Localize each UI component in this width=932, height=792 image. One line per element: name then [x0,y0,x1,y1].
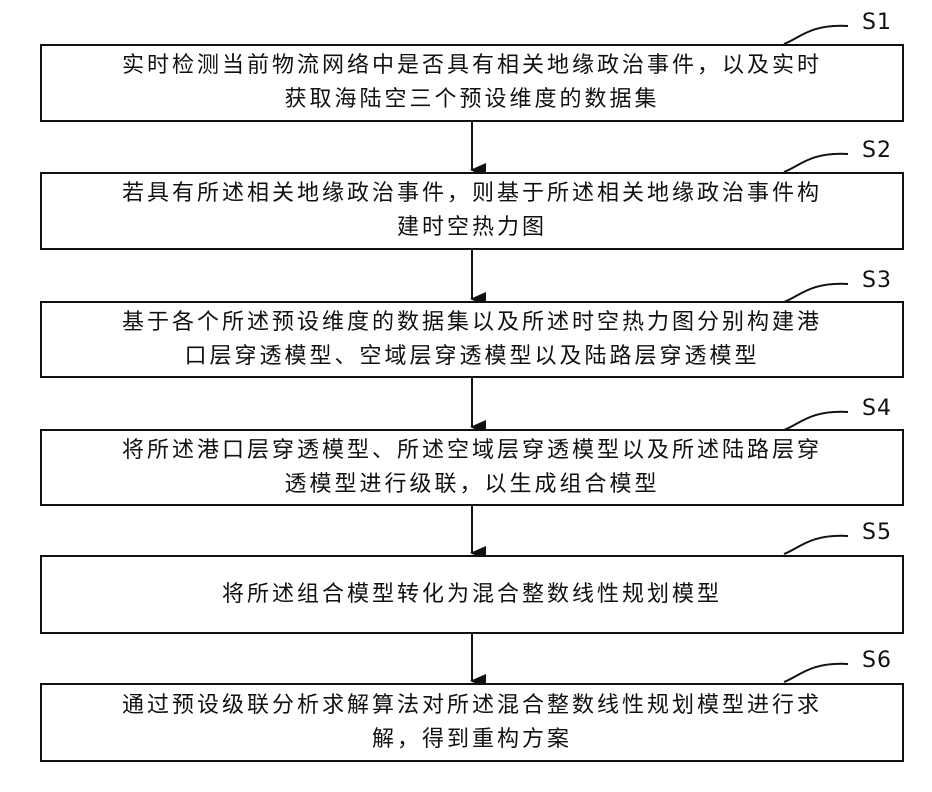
step-label-s6: S6 [862,648,892,673]
step-text-s3-line1: 基于各个所述预设维度的数据集以及所述时空热力图分别构建港 [122,306,822,340]
step-box-s1: 实时检测当前物流网络中是否具有相关地缘政治事件，以及实时 获取海陆空三个预设维度… [40,44,904,122]
step-text-s6-line1: 通过预设级联分析求解算法对所述混合整数线性规划模型进行求 [122,689,822,723]
leader-line-s5 [784,536,848,554]
step-text-s1-line1: 实时检测当前物流网络中是否具有相关地缘政治事件，以及实时 [122,49,822,83]
step-text-s6-line2: 解，得到重构方案 [122,723,822,757]
step-box-s5: 将所述组合模型转化为混合整数线性规划模型 [40,555,904,634]
step-box-s4: 将所述港口层穿透模型、所述空域层穿透模型以及所述陆路层穿 透模型进行级联，以生成… [40,429,904,506]
step-text-s5: 将所述组合模型转化为混合整数线性规划模型 [210,578,734,612]
step-text-s4: 将所述港口层穿透模型、所述空域层穿透模型以及所述陆路层穿 透模型进行级联，以生成… [110,434,834,502]
step-label-s2: S2 [862,138,892,163]
leader-line-s6 [784,664,848,682]
step-text-s1-line2: 获取海陆空三个预设维度的数据集 [122,83,822,117]
step-text-s2-line2: 建时空热力图 [122,211,822,245]
leader-line-s3 [784,284,848,302]
step-text-s4-line1: 将所述港口层穿透模型、所述空域层穿透模型以及所述陆路层穿 [122,434,822,468]
step-text-s3-line2: 口层穿透模型、空域层穿透模型以及陆路层穿透模型 [122,340,822,374]
step-label-s4: S4 [862,396,892,421]
step-box-s6: 通过预设级联分析求解算法对所述混合整数线性规划模型进行求 解，得到重构方案 [40,683,904,762]
leader-line-s2 [784,154,848,172]
leader-line-s4 [784,412,848,430]
leader-line-s1 [784,26,848,44]
step-text-s5-line1: 将所述组合模型转化为混合整数线性规划模型 [222,578,722,612]
step-text-s4-line2: 透模型进行级联，以生成组合模型 [122,468,822,502]
step-box-s3: 基于各个所述预设维度的数据集以及所述时空热力图分别构建港 口层穿透模型、空域层穿… [40,301,904,378]
step-label-s5: S5 [862,520,892,545]
step-text-s2-line1: 若具有所述相关地缘政治事件，则基于所述相关地缘政治事件构 [122,177,822,211]
step-label-s3: S3 [862,268,892,293]
step-text-s3: 基于各个所述预设维度的数据集以及所述时空热力图分别构建港 口层穿透模型、空域层穿… [110,306,834,374]
step-box-s2: 若具有所述相关地缘政治事件，则基于所述相关地缘政治事件构 建时空热力图 [40,172,904,250]
step-label-s1: S1 [862,10,892,35]
step-text-s2: 若具有所述相关地缘政治事件，则基于所述相关地缘政治事件构 建时空热力图 [110,177,834,245]
step-text-s1: 实时检测当前物流网络中是否具有相关地缘政治事件，以及实时 获取海陆空三个预设维度… [110,49,834,117]
step-text-s6: 通过预设级联分析求解算法对所述混合整数线性规划模型进行求 解，得到重构方案 [110,689,834,757]
